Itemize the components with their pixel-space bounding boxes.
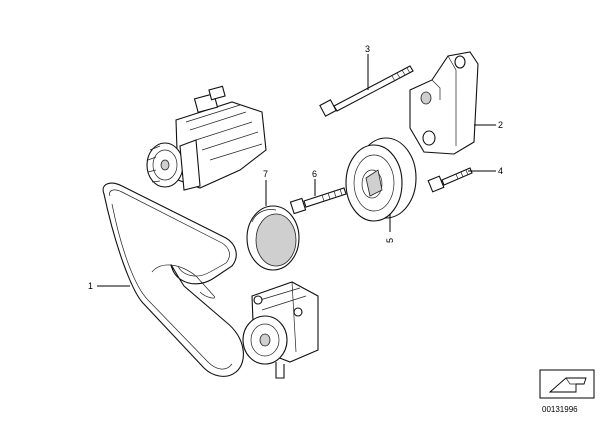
callout-6: 6 xyxy=(312,169,317,179)
hex-bolt-icon xyxy=(427,167,473,193)
callout-7: 7 xyxy=(263,169,268,179)
callout-3: 3 xyxy=(365,44,370,54)
callout-2: 2 xyxy=(498,120,503,130)
callout-4: 4 xyxy=(498,166,503,176)
leader-lines xyxy=(97,54,496,287)
callout-5: 5 xyxy=(385,238,395,243)
ac-compressor-icon xyxy=(146,85,267,191)
pulley-cover-cap-icon xyxy=(246,205,300,271)
document-badge: 00131996 xyxy=(539,369,595,414)
long-bolt-icon xyxy=(319,65,414,117)
callout-1: 1 xyxy=(88,281,93,291)
ribbed-v-belt-icon xyxy=(102,182,244,377)
power-steering-pump-icon xyxy=(242,281,319,379)
pulley-bolt-icon xyxy=(289,187,347,215)
tensioner-bracket-icon xyxy=(409,51,479,155)
tension-pulley-icon xyxy=(345,137,417,222)
document-number: 00131996 xyxy=(542,405,578,414)
